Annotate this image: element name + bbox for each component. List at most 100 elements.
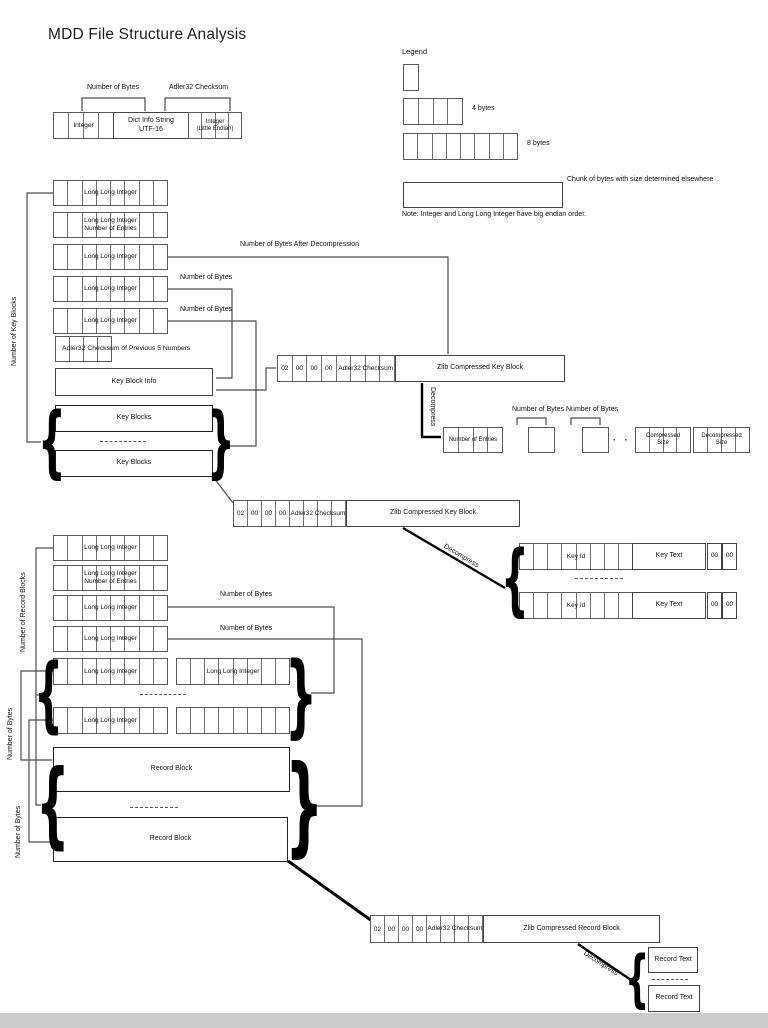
line-number-of-record-blocks: [35, 547, 53, 806]
key-text-box-2: Key Text: [632, 592, 706, 619]
record-blocks-right-brace: }: [285, 743, 324, 868]
entries-cells: Number of Entries: [443, 427, 503, 453]
zlib-key-row-2-cells: 02 00 00 00 Adler32 Checksum: [233, 500, 347, 527]
zlib-key-block-box-2: Zlib Compressed Key Block: [346, 500, 520, 527]
label-nb1: Number of Bytes: [512, 406, 565, 413]
record-blocks-left-brace: {: [36, 750, 70, 859]
record-side-label: Number of Record Blocks: [20, 572, 27, 652]
record-text-brace: {: [625, 942, 650, 1015]
zlib-record-row-cells: 02 00 00 00 Adler32 Checksum: [370, 915, 484, 943]
key-adler5-label: Adler32 Checksum of Previous 5 Numbers: [62, 345, 191, 352]
key-id-cells-2: Key Id: [519, 592, 633, 619]
key-text-brace: {: [501, 535, 529, 625]
zlib-record-row-adler: Adler32 Checksum: [427, 925, 483, 932]
record-text-box-2: Record Text: [648, 985, 700, 1012]
key-blocks-box-1: Key Blocks: [55, 405, 213, 432]
line-keyblocks-to-zlib-row: [213, 477, 234, 504]
rec-row-1: Long Long Integer: [53, 535, 168, 561]
legend-four-bytes-label: 4 bytes: [472, 105, 495, 112]
record-nb-a-label: Number of Bytes: [7, 707, 14, 760]
legend-chunk-label: Chunk of bytes with size determined else…: [567, 176, 714, 183]
record-nb-b-label: Number of Bytes: [15, 805, 22, 858]
bracket-number-of-bytes: [81, 97, 146, 111]
zlib-key-row-1-adler: Adler32 Checksum: [338, 364, 394, 372]
line-decompress-2: [402, 527, 506, 589]
rec-row-3: Long Long Integer: [53, 595, 168, 621]
label-rec-r3-bytes: Number of Bytes: [220, 591, 273, 598]
key-null-2b: 00: [722, 592, 737, 619]
label-nb2: Number of Bytes: [566, 406, 619, 413]
legend-heading: Legend: [402, 47, 428, 56]
bracket-nb2: [570, 417, 601, 425]
line-bytes-after-decompression: [168, 256, 449, 354]
pair-b-right: [176, 707, 290, 734]
line-record1-bytes: [20, 670, 53, 761]
ellipsis-dots: · · ·: [613, 435, 642, 445]
pair-a-right: Long Long Integer: [176, 658, 290, 685]
zlib-key-block-box-1: Zlib Compressed Key Block: [395, 355, 565, 382]
record-block-box-1: Record Block: [53, 747, 290, 792]
key-id-cells-1: Key Id: [519, 543, 633, 570]
line-number-of-key-blocks: [26, 192, 53, 443]
decompress-1-label: Decompress: [429, 387, 436, 427]
header-dict-info-box: Dict Info String UTF-16: [113, 112, 189, 139]
pairs-left-brace: {: [34, 647, 64, 742]
key-null-1b: 00: [722, 543, 737, 570]
header-integer-cells: Integer: [53, 112, 114, 139]
key-blocks-box-2: Key Blocks: [55, 450, 213, 477]
line-recordblock-to-zlib: [287, 859, 373, 923]
key-block-info-box: Key Block Info: [55, 368, 213, 396]
legend-eight-bytes: [403, 133, 518, 160]
record-block-box-2: Record Block: [53, 817, 288, 862]
key-row-3: Long Long Integer: [53, 244, 168, 270]
legend-eight-bytes-label: 8 bytes: [527, 140, 550, 147]
key-null-2a: 00: [707, 592, 722, 619]
bottom-gray-bar: [0, 1013, 768, 1028]
zlib-record-block-box: Zlib Compressed Record Block: [483, 915, 660, 943]
key-row-1: Long Long Integer: [53, 180, 168, 206]
key-text-box-1: Key Text: [632, 543, 706, 570]
line-key-blocks-bytes: [168, 320, 257, 447]
legend-note: Note: Integer and Long Long Integer have…: [402, 211, 587, 218]
record-text-box-1: Record Text: [648, 947, 698, 973]
label-key-r4-bytes: Number of Bytes: [180, 274, 233, 281]
rec-row-4: Long Long Integer: [53, 626, 168, 652]
key-blocks-ellipsis: [100, 441, 146, 442]
legend-chunk-box: [403, 182, 563, 208]
legend-one-byte: [403, 64, 419, 91]
zlib-key-row-2-adler: Adler32 Checksum: [290, 509, 346, 517]
line-info-to-zlib-row: [216, 367, 276, 391]
line-pairs-bytes: [168, 606, 335, 694]
record-blocks-ellipsis: [130, 807, 178, 808]
record-text-ellipsis: [652, 979, 688, 980]
label-bytes-after-decompression: Number of Bytes After Decompression: [240, 241, 360, 248]
key-blocks-left-brace: {: [38, 397, 66, 487]
pairs-ellipsis: [140, 694, 186, 695]
pair-a-left: Long Long Integer: [53, 658, 168, 685]
pairs-right-brace: }: [285, 643, 318, 748]
key-row-4: Long Long Integer: [53, 276, 168, 302]
label-rec-r4-bytes: Number of Bytes: [220, 625, 273, 632]
byte-box-1: [528, 427, 555, 453]
label-key-r5-bytes: Number of Bytes: [180, 306, 233, 313]
bracket-adler32: [164, 97, 231, 111]
line-key-block-info-bytes: [168, 288, 233, 379]
key-text-ellipsis: [575, 578, 623, 579]
key-blocks-right-brace: }: [207, 397, 235, 487]
line-record2-bytes: [28, 719, 53, 843]
key-null-1a: 00: [707, 543, 722, 570]
key-side-label: Number of Key Blocks: [11, 296, 18, 366]
key-row-5: Long Long Integer: [53, 308, 168, 334]
byte-box-2: [582, 427, 609, 453]
header-bracket-left-label: Number of Bytes: [87, 84, 140, 91]
zlib-key-row-1-cells: 02 00 00 00 Adler32 Checksum: [277, 355, 396, 382]
bracket-nb1: [516, 417, 547, 425]
line-decompress-3: [577, 943, 632, 981]
header-bracket-right-label: Adler32 Checksum: [169, 84, 229, 91]
line-decompress-1: [420, 383, 441, 439]
